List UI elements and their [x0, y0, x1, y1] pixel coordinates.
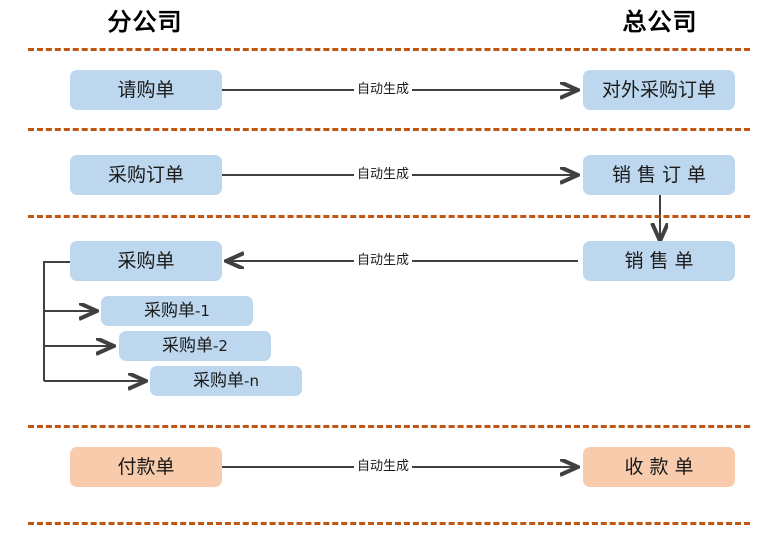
column-header-headquarters: 总公司: [622, 8, 698, 36]
divider-3: [28, 215, 750, 218]
column-header-branch: 分公司: [107, 8, 183, 36]
edge-label-row3: 自动生成: [354, 253, 413, 269]
divider-4: [28, 425, 750, 428]
divider-5: [28, 522, 750, 525]
box-purchase-request[interactable]: 请购单: [70, 70, 222, 110]
edge-label-row4: 自动生成: [354, 459, 413, 475]
box-receipt-bill[interactable]: 收 款 单: [583, 447, 735, 487]
box-sales-bill[interactable]: 销 售 单: [583, 241, 735, 281]
split-suffix-label: -1: [195, 301, 210, 320]
edge-label-row1: 自动生成: [354, 82, 413, 98]
box-sales-order[interactable]: 销 售 订 单: [583, 155, 735, 195]
split-base-label: 采购单: [193, 370, 245, 391]
divider-2: [28, 128, 750, 131]
box-purchase-bill-split-1[interactable]: 采购单-1: [101, 296, 253, 326]
split-base-label: 采购单: [162, 335, 214, 356]
box-purchase-bill[interactable]: 采购单: [70, 241, 222, 281]
edge-label-row2: 自动生成: [354, 167, 413, 183]
split-suffix-label: -2: [213, 336, 228, 355]
box-purchase-order[interactable]: 采购订单: [70, 155, 222, 195]
box-external-purchase-order[interactable]: 对外采购订单: [583, 70, 735, 110]
box-payment-bill[interactable]: 付款单: [70, 447, 222, 487]
box-purchase-bill-split-n[interactable]: 采购单-n: [150, 366, 302, 396]
split-base-label: 采购单: [144, 300, 196, 321]
box-purchase-bill-split-2[interactable]: 采购单-2: [119, 331, 271, 361]
split-suffix-label: -n: [244, 371, 259, 390]
divider-1: [28, 48, 750, 51]
